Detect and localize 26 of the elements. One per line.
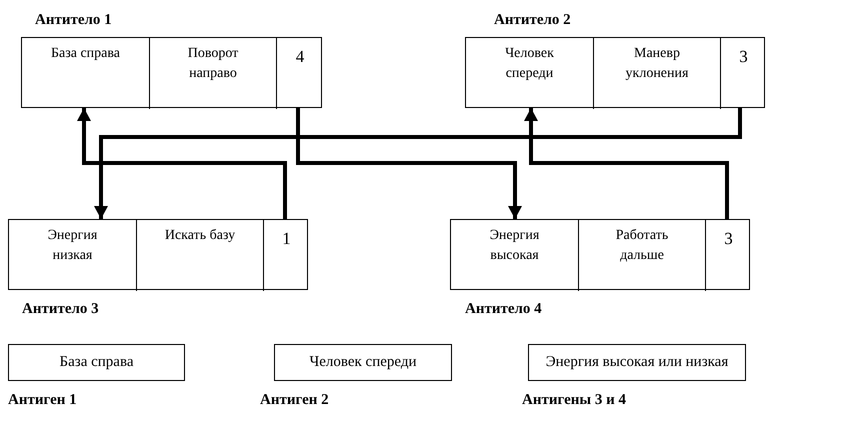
heading: Антитело 4 [465,300,542,319]
text-cell: Работать дальше [578,220,705,291]
number-cell: 3 [705,220,751,291]
text-cell: Искать базу [136,220,263,291]
heading: Антиген 1 [8,391,77,410]
text-cell: Поворот направо [149,38,276,109]
text-cell: Маневр уклонения [593,38,720,109]
text-cell: База справа [22,38,149,109]
arrow [94,108,742,219]
heading: Антитело 1 [35,11,112,30]
heading: Антитело 2 [494,11,571,30]
text-cell: Энергия высокая [451,220,578,291]
arrow [524,108,729,219]
heading: Антиген 2 [260,391,329,410]
antigen-text: Человек спереди [309,353,417,372]
antigen-text: База справа [60,353,134,372]
arrow [77,108,287,219]
arrow [296,108,522,219]
heading: Антитело 3 [22,300,99,319]
antigen-text: Энергия высокая или низкая [546,353,728,372]
text-cell: Энергия низкая [9,220,136,291]
text-cell: Человек спереди [466,38,593,109]
heading: Антигены 3 и 4 [522,391,626,410]
number-cell: 1 [263,220,309,291]
number-cell: 4 [276,38,323,109]
number-cell: 3 [720,38,766,109]
